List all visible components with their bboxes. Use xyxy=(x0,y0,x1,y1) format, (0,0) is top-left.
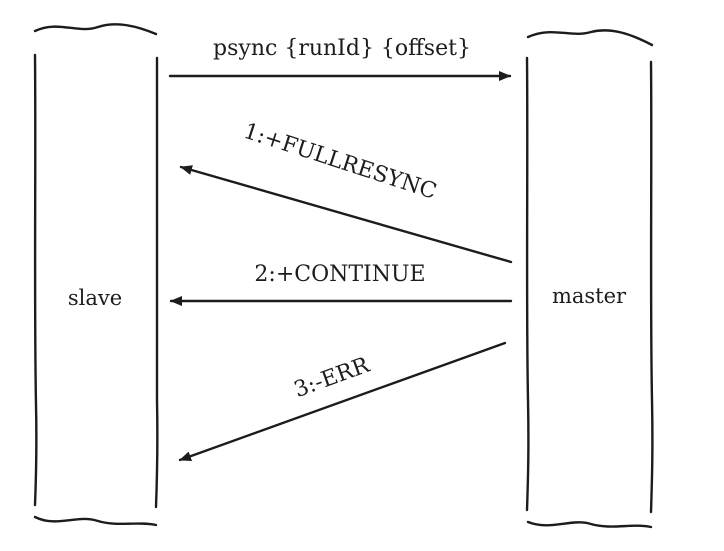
master-left-border xyxy=(525,56,530,512)
master-bottom-brace xyxy=(526,520,653,529)
slave-bottom-brace xyxy=(33,515,158,527)
err-message: 3:-ERR xyxy=(178,341,507,462)
slave-label: slave xyxy=(68,286,122,310)
continue-message: 2:+CONTINUE xyxy=(169,262,513,306)
err-arrow xyxy=(178,341,507,462)
master-top-brace xyxy=(526,29,654,47)
master-label: master xyxy=(552,284,627,308)
master-right-border xyxy=(649,60,654,514)
slave-top-brace xyxy=(33,23,158,36)
slave-node: slave xyxy=(33,23,159,527)
slave-right-border xyxy=(154,56,159,509)
psync-message: psync {runId} {offset} xyxy=(168,36,512,81)
fullresync-arrow xyxy=(179,165,513,264)
continue-label: 2:+CONTINUE xyxy=(254,262,425,287)
slave-left-border xyxy=(33,53,38,507)
psync-label: psync {runId} {offset} xyxy=(213,36,471,61)
fullresync-message: 1:+FULLRESYNC xyxy=(179,119,513,264)
master-node: master xyxy=(525,29,654,529)
